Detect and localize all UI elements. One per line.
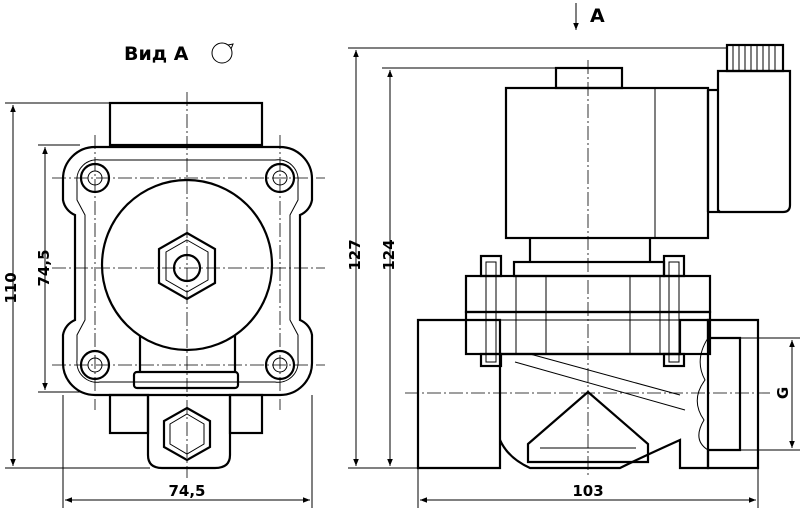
coil [504,86,710,240]
neck-ring [132,370,240,390]
svg-text:103: 103 [572,482,603,500]
flange-outline [61,145,314,397]
svg-text:127: 127 [346,239,364,270]
bottom-port-body [146,395,232,470]
view-arrow-a: А [573,3,605,30]
dim-110: 110 [2,102,150,469]
coil-top-nut [554,66,624,90]
flange-inner [76,159,299,383]
seat [526,390,650,464]
right-view: А [346,3,800,508]
svg-text:124: 124 [380,239,398,270]
outlet-section [696,318,760,470]
dim-103: 103 [417,468,759,508]
flow-line-2 [514,361,686,411]
svg-text:110: 110 [2,272,20,303]
view-label: Вид А [124,43,189,65]
left-view: Вид А [2,42,325,508]
svg-text:А: А [590,5,605,27]
svg-text:74,5: 74,5 [168,482,205,500]
rotation-icon [211,42,234,64]
stem-base [512,260,666,278]
dim-74-5-horizontal: 74,5 [62,395,313,508]
coil-top-box [108,101,264,147]
svg-text:G: G [774,387,792,399]
dim-thread-g: G [740,337,800,451]
valve-body [416,318,710,470]
dim-127: 127 [346,47,727,469]
connector-body [716,69,792,214]
stem [528,238,652,262]
dim-124: 124 [380,67,556,469]
flow-line-1 [529,353,681,396]
svg-text:74,5: 74,5 [35,249,53,286]
dim-74-5-vertical: 74,5 [35,144,80,393]
connector-cap [725,43,785,73]
port-right [228,393,264,435]
neck [138,335,237,372]
port-left [108,393,150,435]
